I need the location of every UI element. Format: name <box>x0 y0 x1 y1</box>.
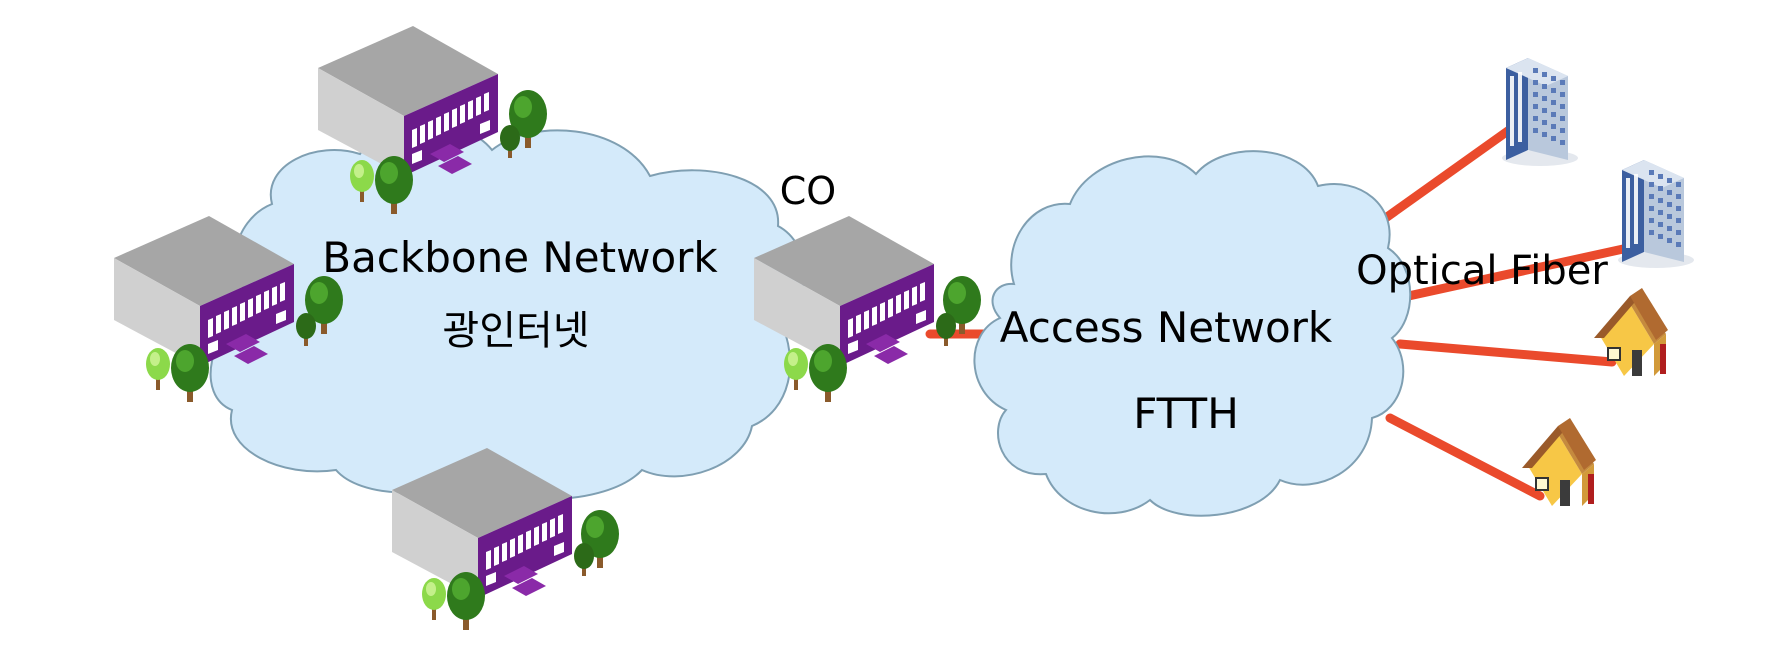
backbone-korean-label: 광인터넷 <box>442 308 589 354</box>
fiber-line-tower-1 <box>1375 123 1517 227</box>
fiber-line-house-1 <box>1395 339 1617 367</box>
ftth-label: FTTH <box>1133 389 1239 438</box>
access-network-cloud <box>973 150 1412 517</box>
access-network-label: Access Network <box>1000 303 1333 352</box>
fiber-links <box>925 123 1651 501</box>
apartment-tower-icon <box>1618 160 1694 268</box>
optical-fiber-label: Optical Fiber <box>1356 248 1608 294</box>
backbone-network-label: Backbone Network <box>322 233 718 282</box>
fiber-line-house-2 <box>1385 413 1545 501</box>
co-label: CO <box>780 169 836 213</box>
fiber-line-tower-2 <box>1385 239 1651 305</box>
apartment-tower-icon <box>1502 58 1578 166</box>
